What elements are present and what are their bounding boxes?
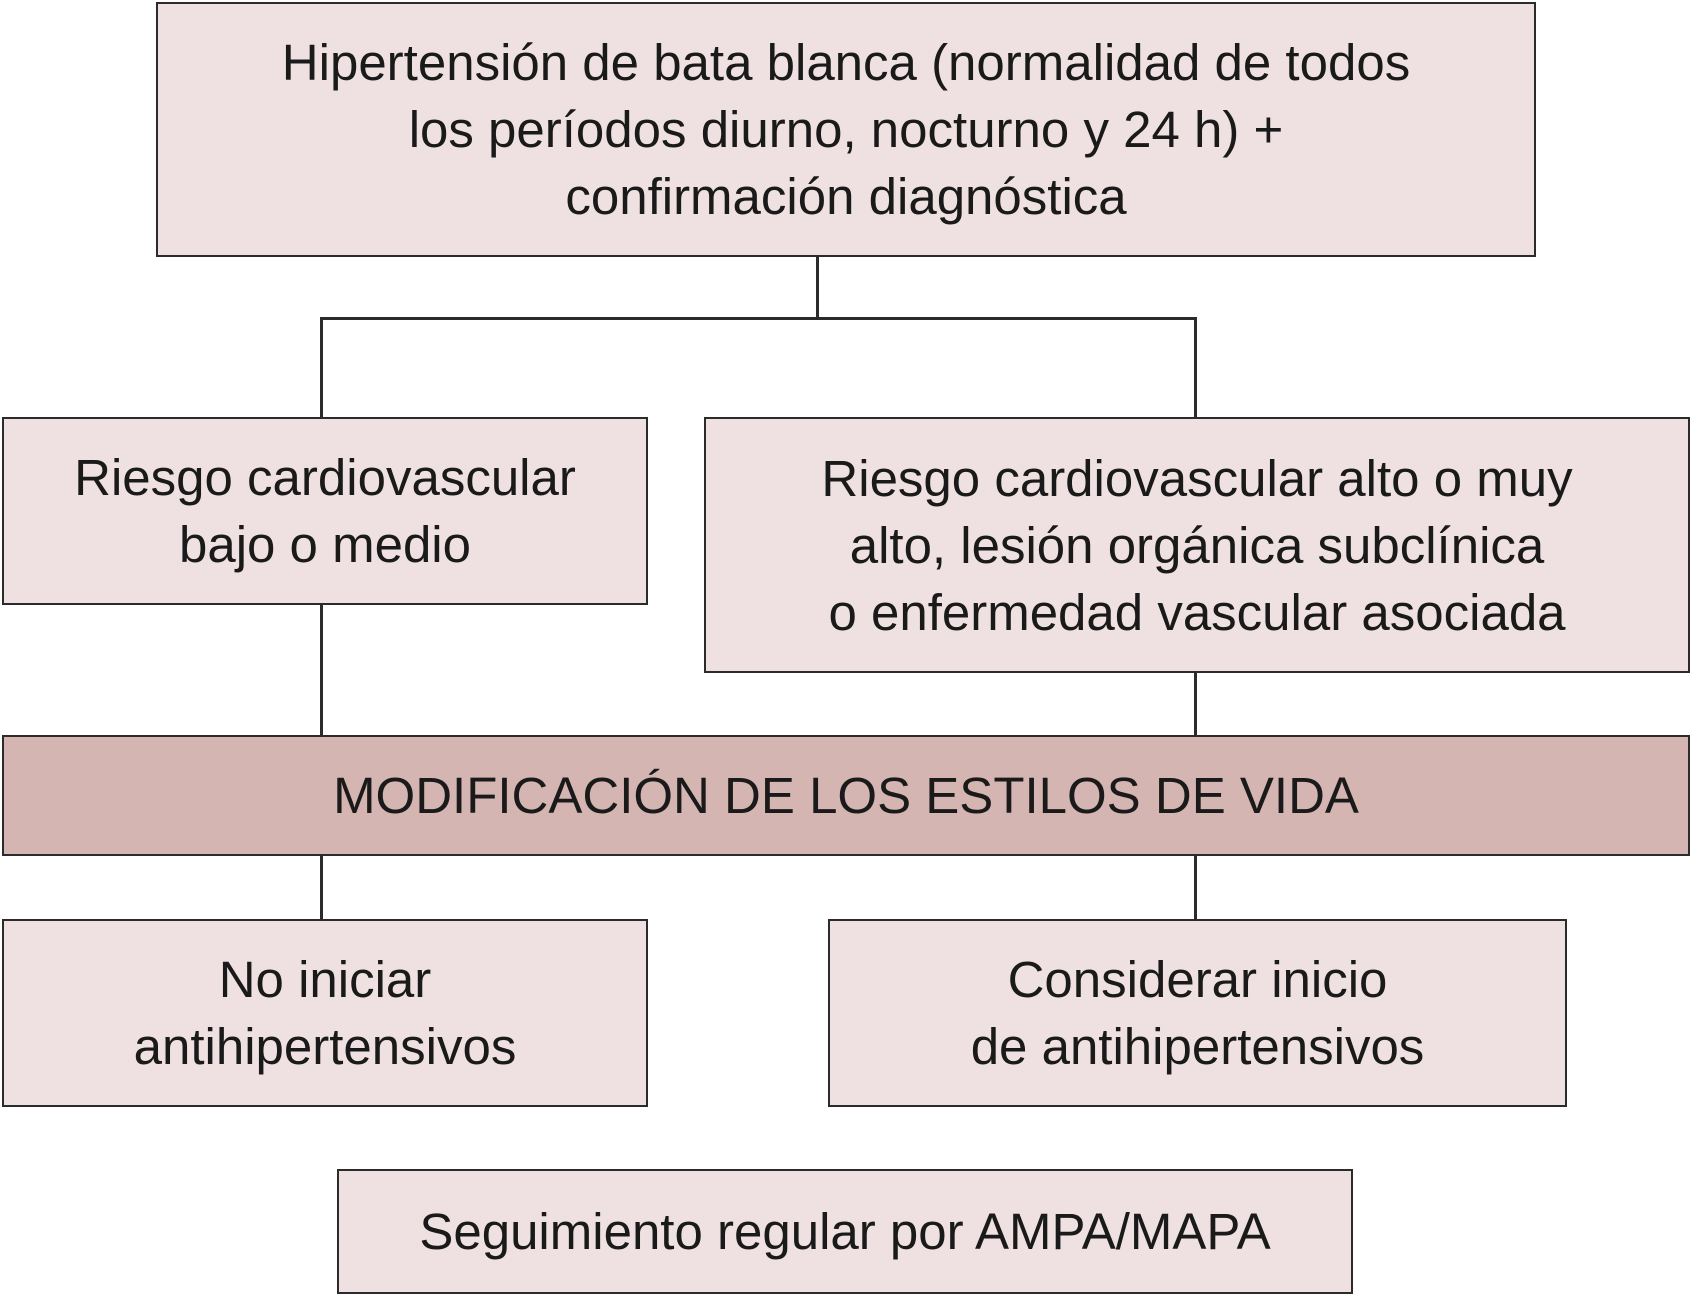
connector-top-down [816, 257, 819, 319]
no-start-treatment-box: No iniciar antihipertensivos [2, 919, 648, 1107]
lifestyle-modification-band: MODIFICACIÓN DE LOS ESTILOS DE VIDA [2, 735, 1690, 856]
connector-band-to-noinit [320, 856, 323, 919]
consider-treatment-box: Considerar inicio de antihipertensivos [828, 919, 1567, 1107]
consider-treatment-text: Considerar inicio de antihipertensivos [970, 951, 1425, 1075]
no-start-treatment-text: No iniciar antihipertensivos [133, 951, 517, 1075]
low-risk-text: Riesgo cardiovascular bajo o medio [74, 449, 576, 573]
followup-box: Seguimiento regular por AMPA/MAPA [337, 1169, 1353, 1294]
connector-split-right [1194, 317, 1197, 417]
high-risk-box: Riesgo cardiovascular alto o muy alto, l… [704, 417, 1690, 673]
connector-split-horizontal [320, 317, 1197, 320]
white-coat-hypertension-text: Hipertensión de bata blanca (normalidad … [281, 34, 1411, 225]
connector-low-to-band [320, 605, 323, 735]
white-coat-hypertension-box: Hipertensión de bata blanca (normalidad … [156, 2, 1536, 257]
high-risk-text: Riesgo cardiovascular alto o muy alto, l… [821, 449, 1573, 641]
low-risk-box: Riesgo cardiovascular bajo o medio [2, 417, 648, 605]
connector-high-to-band [1194, 673, 1197, 735]
lifestyle-modification-text: MODIFICACIÓN DE LOS ESTILOS DE VIDA [333, 767, 1359, 824]
connector-split-left [320, 317, 323, 417]
followup-text: Seguimiento regular por AMPA/MAPA [419, 1203, 1271, 1260]
connector-band-to-consider [1194, 856, 1197, 919]
